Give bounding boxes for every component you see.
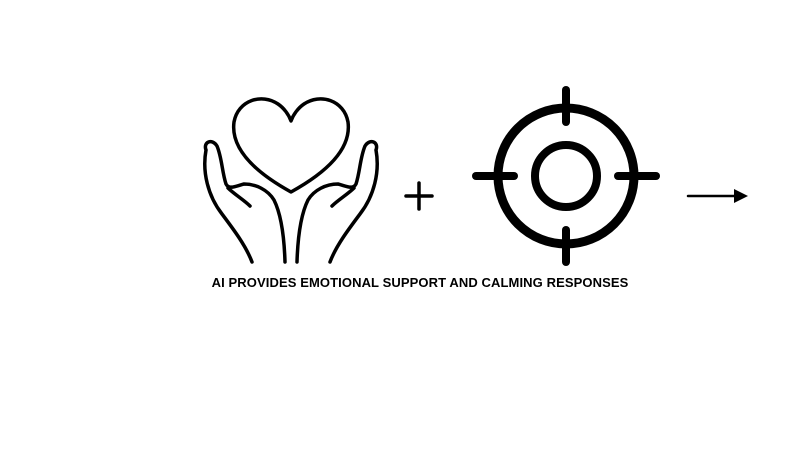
target-outer-ring — [493, 103, 639, 249]
target-icon — [472, 86, 660, 266]
right-hand — [295, 139, 379, 264]
left-hand — [203, 139, 287, 264]
hands-holding-heart-icon — [203, 97, 379, 264]
plus-icon — [404, 181, 434, 211]
heart-shape — [232, 97, 350, 194]
diagram-caption: AI PROVIDES EMOTIONAL SUPPORT AND CALMIN… — [211, 275, 629, 290]
target-inner-ring — [531, 141, 601, 211]
arrow-right-icon — [686, 189, 748, 203]
